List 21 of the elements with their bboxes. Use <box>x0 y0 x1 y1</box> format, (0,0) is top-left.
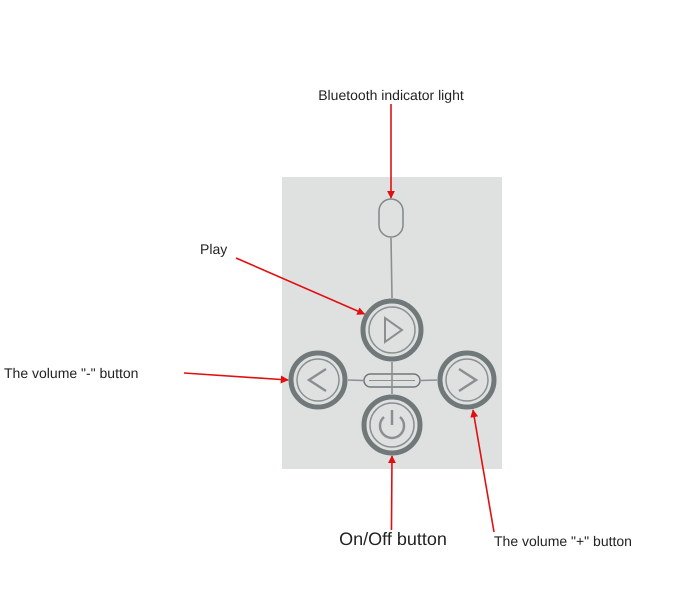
round-button <box>437 350 497 410</box>
callout-label: Play <box>200 240 236 258</box>
oval-button <box>363 373 421 388</box>
connector-line <box>390 238 393 298</box>
callout-label: The volume "+" button <box>494 532 666 550</box>
arrow <box>236 257 366 315</box>
arrow <box>387 104 395 199</box>
connector-line <box>420 379 438 382</box>
arrow <box>470 409 495 532</box>
device-panel <box>282 177 502 469</box>
callout-label: On/Off button <box>316 530 470 556</box>
callout-label: The volume "-" button <box>4 364 184 382</box>
arrow <box>184 372 289 384</box>
indicator-light <box>378 198 404 238</box>
arrow <box>388 455 396 530</box>
connector-line <box>391 362 393 394</box>
round-button <box>361 394 423 456</box>
callout-label: Bluetooth indicator light <box>296 86 486 104</box>
round-button <box>288 350 348 410</box>
connector-line <box>348 379 364 382</box>
round-button <box>360 298 424 362</box>
